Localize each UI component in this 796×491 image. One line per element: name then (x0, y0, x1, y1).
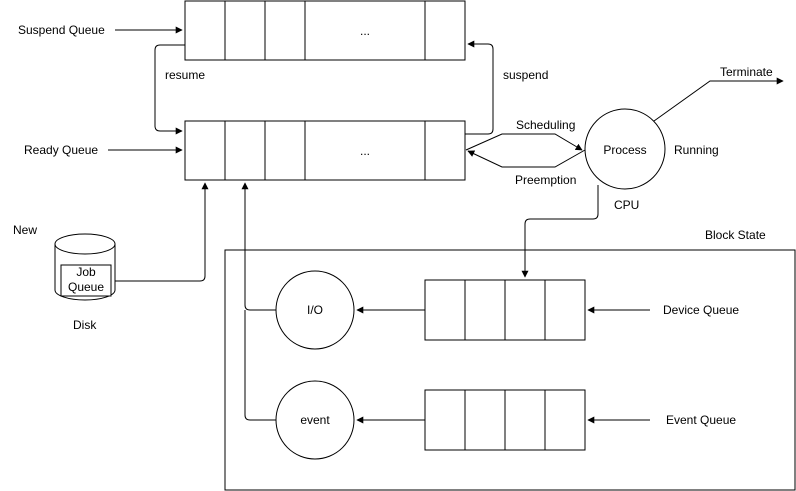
io-to-ready-arrow (241, 182, 276, 311)
scheduling-arrow (465, 133, 583, 151)
disk-label: Disk (73, 318, 97, 332)
preemption-arrow (467, 149, 586, 168)
event-label: event (300, 413, 330, 427)
suspend-queue-ellipsis: ... (360, 24, 370, 38)
block-state-region (224, 249, 796, 491)
suspend-label: suspend (503, 68, 548, 82)
terminate-label: Terminate (720, 65, 773, 79)
device-queue (424, 279, 586, 341)
job-queue-box (60, 264, 112, 297)
ready-queue-ellipsis: ... (360, 144, 370, 158)
ready-queue-label: Ready Queue (24, 143, 98, 157)
job-queue-label-line2: Queue (68, 280, 104, 294)
new-label: New (13, 223, 37, 237)
preemption-label: Preemption (515, 173, 576, 187)
job-queue-label-line1: Job (76, 265, 96, 279)
scheduling-label: Scheduling (516, 118, 575, 132)
event-queue (424, 389, 586, 451)
resume-arrow (154, 44, 185, 135)
process-to-device-queue-arrow (521, 185, 599, 278)
io-label: I/O (307, 303, 323, 317)
process-label: Process (603, 143, 646, 157)
cpu-label: CPU (614, 198, 639, 212)
event-to-ready-line (244, 310, 276, 421)
process-node (584, 108, 666, 190)
terminate-arrow (653, 77, 784, 122)
block-state-label: Block State (705, 228, 766, 242)
event-queue-label: Event Queue (666, 413, 736, 427)
resume-label: resume (165, 68, 205, 82)
suspend-queue-label: Suspend Queue (18, 23, 105, 37)
suspend-queue: ... (184, 0, 466, 61)
new-job-arrow (115, 182, 209, 282)
ready-queue: ... (184, 120, 466, 181)
running-label: Running (674, 143, 719, 157)
device-queue-label: Device Queue (663, 303, 739, 317)
suspend-arrow (465, 40, 494, 135)
